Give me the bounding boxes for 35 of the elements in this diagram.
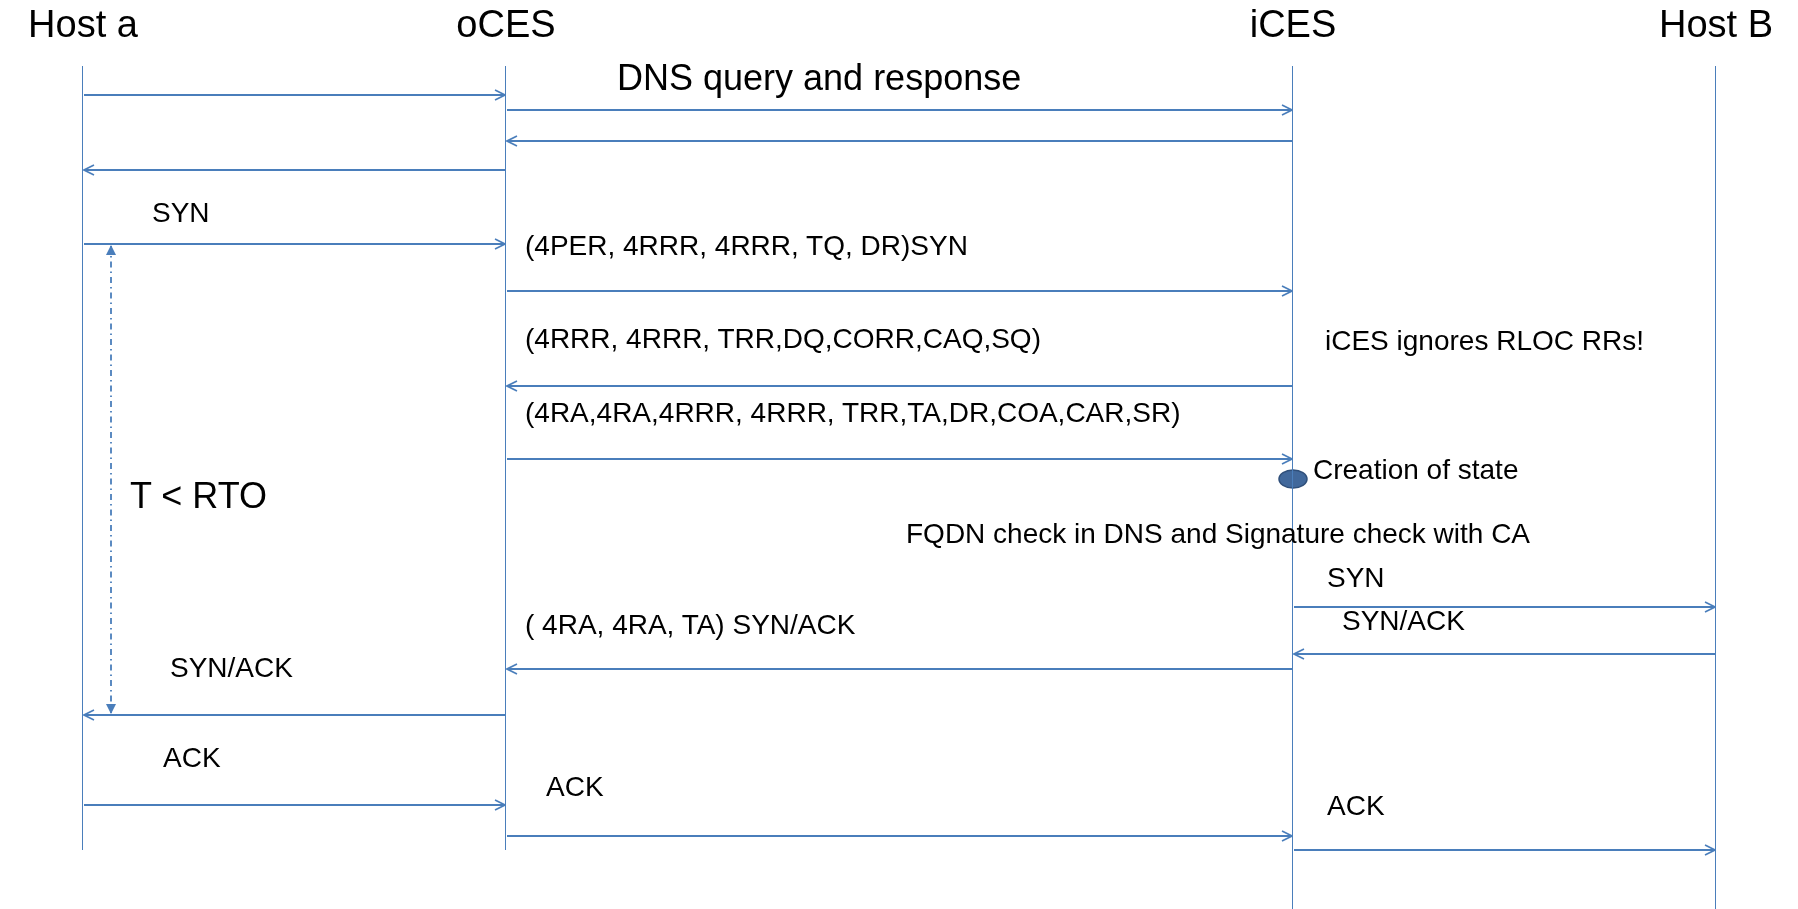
note-text: iCES ignores RLOC RRs! xyxy=(1325,326,1644,357)
message-label: ( 4RA, 4RA, TA) SYN/ACK xyxy=(525,610,856,641)
message-arrow xyxy=(1293,601,1716,613)
lifeline-title: iCES xyxy=(1249,4,1337,46)
state-marker xyxy=(1278,469,1308,489)
message-arrow xyxy=(506,380,1293,392)
message-arrow xyxy=(83,799,506,811)
message-arrow xyxy=(506,104,1293,116)
message-label: ACK xyxy=(163,743,221,774)
message-arrow xyxy=(83,164,506,176)
message-arrow xyxy=(1293,648,1716,660)
lifeline-title: Host a xyxy=(28,4,138,46)
lifeline-title: oCES xyxy=(456,4,556,46)
lifeline-title: Host B xyxy=(1659,4,1773,46)
message-arrow xyxy=(506,830,1293,842)
message-arrow xyxy=(506,135,1293,147)
message-arrow xyxy=(83,709,506,721)
message-label: (4RA,4RA,4RRR, 4RRR, TRR,TA,DR,COA,CAR,SR) xyxy=(525,398,1181,429)
message-arrow xyxy=(83,238,506,250)
interval-label: T < RTO xyxy=(130,476,268,516)
message-arrow xyxy=(506,285,1293,297)
message-label: SYN/ACK xyxy=(1342,606,1465,637)
message-label: ACK xyxy=(546,772,604,803)
message-label: SYN xyxy=(1327,563,1385,594)
state-caption: Creation of state xyxy=(1313,455,1519,486)
message-label: SYN xyxy=(152,198,210,229)
message-arrow xyxy=(506,453,1293,465)
message-label: DNS query and response xyxy=(617,58,1022,98)
message-arrow xyxy=(506,663,1293,675)
message-arrow xyxy=(83,89,506,101)
message-label: (4RRR, 4RRR, TRR,DQ,CORR,CAQ,SQ) xyxy=(525,324,1041,355)
message-label: (4PER, 4RRR, 4RRR, TQ, DR)SYN xyxy=(525,231,968,262)
message-label: ACK xyxy=(1327,791,1385,822)
message-arrow xyxy=(1293,844,1716,856)
message-label: SYN/ACK xyxy=(170,653,293,684)
